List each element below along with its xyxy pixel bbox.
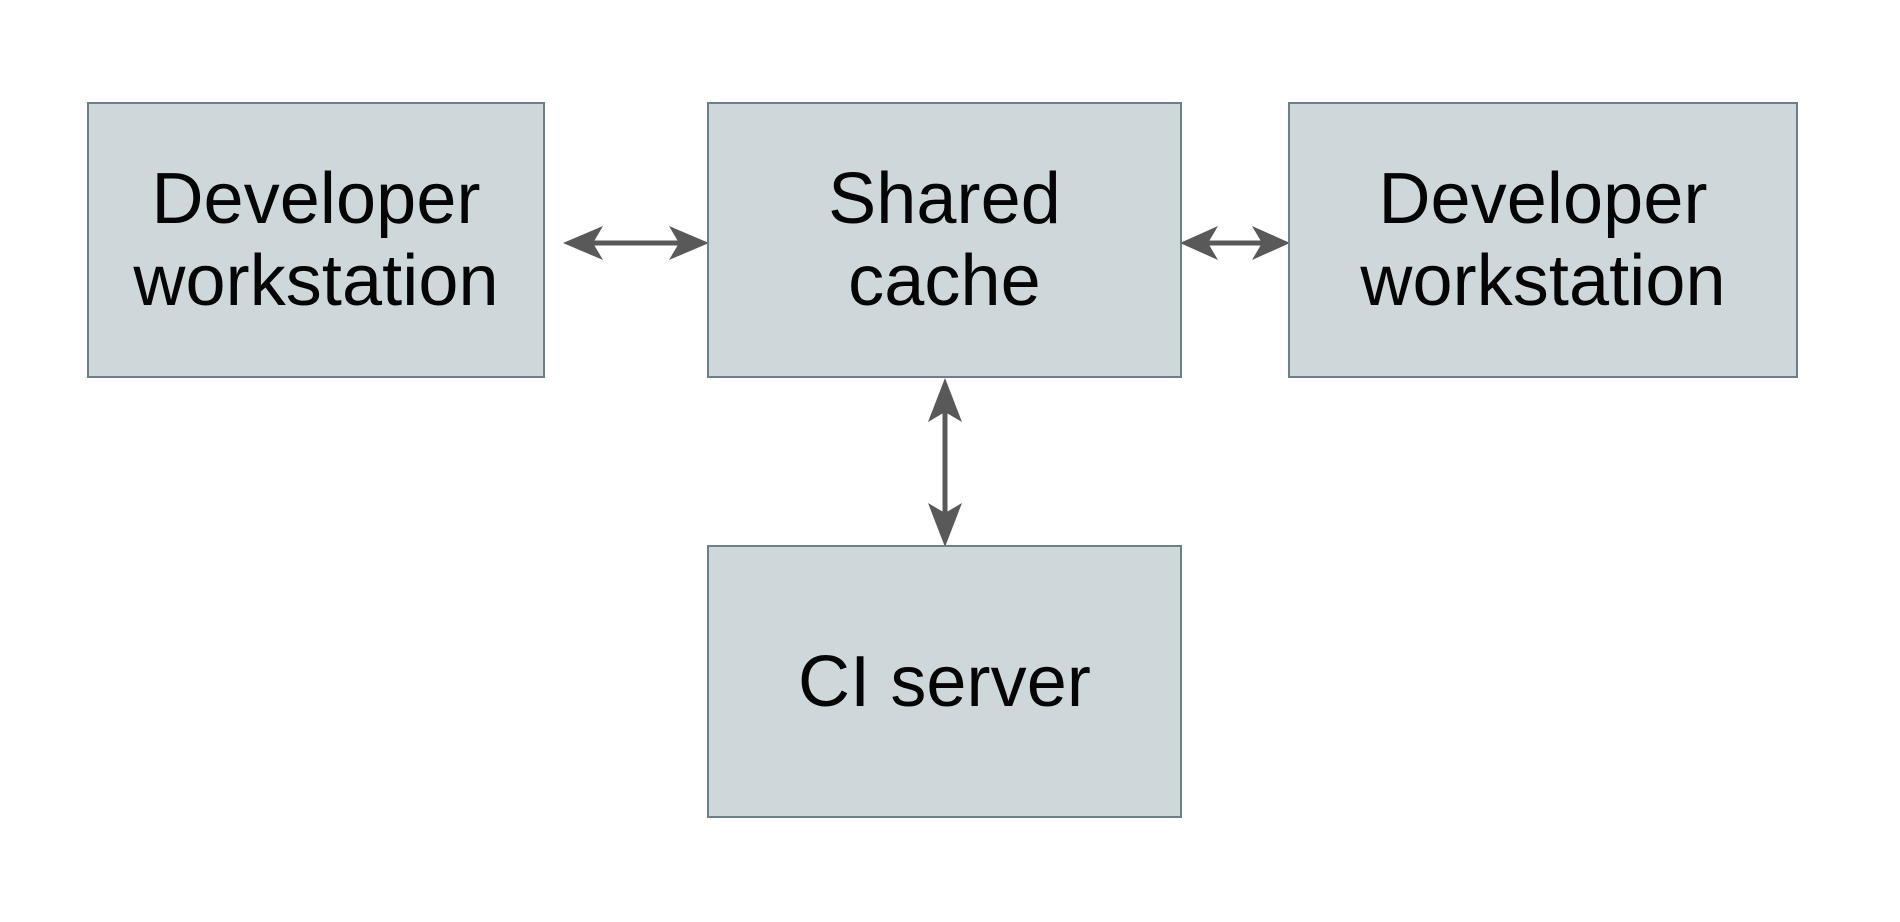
node-label: Shared cache [828,159,1061,321]
node-label: Developer workstation [133,159,499,321]
double-arrow-vertical-icon [928,378,962,547]
node-developer-workstation-right[interactable]: Developer workstation [1288,102,1798,378]
edge-dev-left-to-shared-cache [563,213,709,273]
node-label: Developer workstation [1360,159,1726,321]
node-shared-cache[interactable]: Shared cache [707,102,1182,378]
double-arrow-icon [563,226,709,260]
edge-shared-cache-to-dev-right [1180,213,1290,273]
edge-ci-server-to-shared-cache [915,378,975,547]
node-ci-server[interactable]: CI server [707,545,1182,818]
node-label: CI server [798,641,1091,722]
double-arrow-icon [1180,226,1290,260]
node-developer-workstation-left[interactable]: Developer workstation [87,102,545,378]
